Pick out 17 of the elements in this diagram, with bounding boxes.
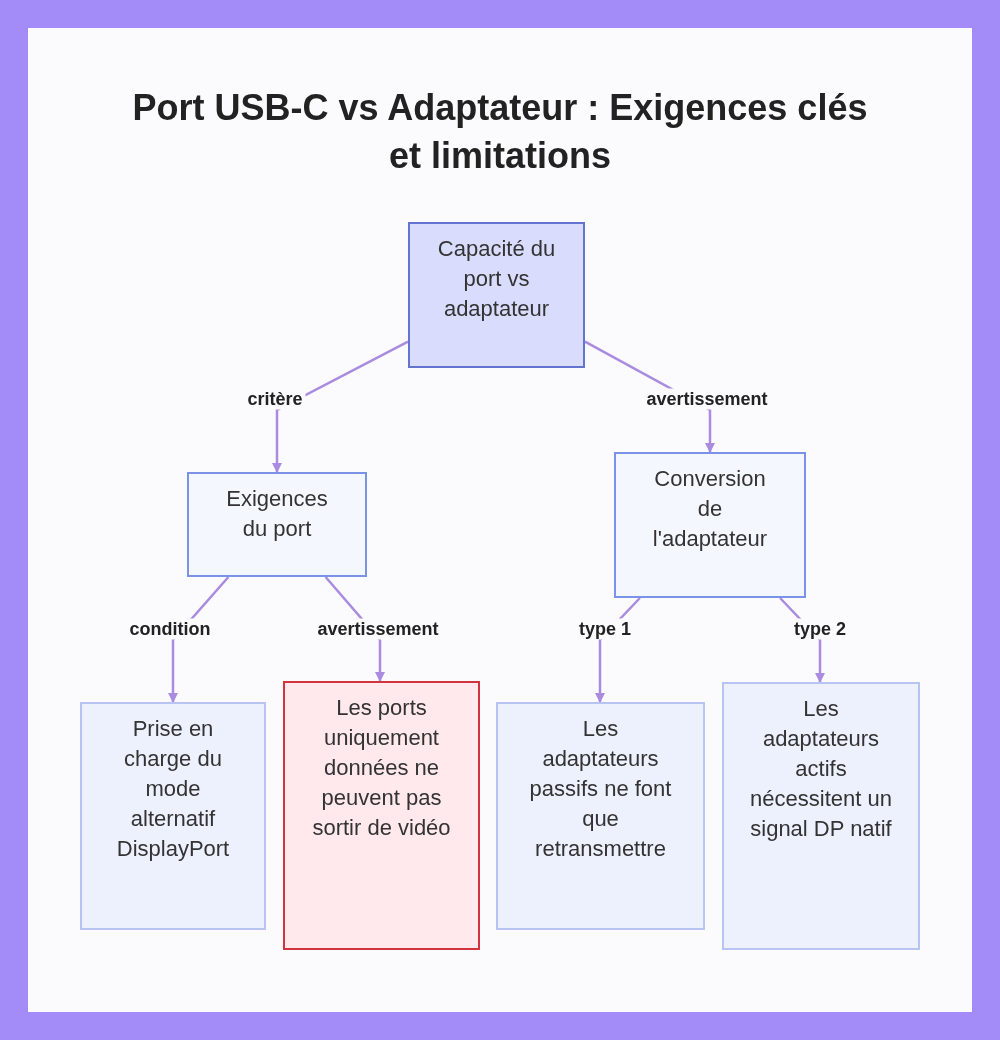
concept-box — [496, 702, 705, 930]
node-text: Exigences du port — [225, 485, 329, 543]
warning-box — [283, 681, 480, 950]
diagram-title: Port USB-C vs Adaptateur : Exigences clés et limitations — [131, 86, 869, 178]
edge-label: type 1 — [576, 618, 634, 640]
concept-box — [80, 702, 266, 930]
node-text: Les adaptateurs actifs nécessitent un signal DP natif — [749, 695, 893, 843]
node-text: Conversion de l'adaptateur — [651, 465, 769, 553]
edge-label: type 2 — [791, 618, 849, 640]
concept-box — [408, 222, 585, 368]
concept-box — [614, 452, 806, 598]
node-text: Les adaptateurs passifs ne font que retransmettre — [528, 715, 673, 863]
node-text: Les ports uniquement données ne peuvent pas sortir de vidéo — [311, 694, 452, 842]
node-text: Capacité du port vs adaptateur — [436, 235, 557, 323]
concept-box — [187, 472, 367, 577]
concept-box — [722, 682, 920, 950]
node-text: Prise en charge du mode alternatif DisplayPort — [115, 715, 231, 863]
